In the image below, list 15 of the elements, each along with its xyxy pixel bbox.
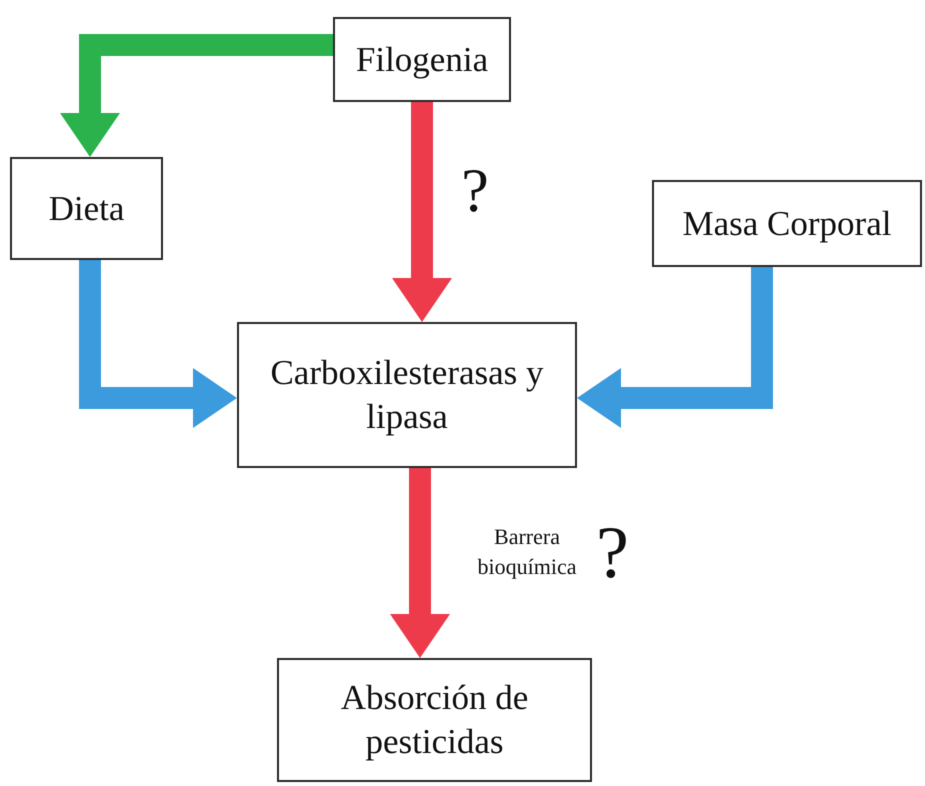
- arrow: [392, 102, 452, 322]
- arrow: [577, 267, 773, 428]
- arrow: [60, 34, 333, 157]
- process-box: [10, 157, 163, 260]
- process-box: [652, 180, 922, 267]
- box-text: Dieta: [48, 188, 124, 230]
- arrow: [79, 260, 237, 428]
- box-text: Masa Corporal: [682, 202, 892, 245]
- box-text: Filogenia: [356, 38, 488, 81]
- process-box: [237, 322, 577, 468]
- process-box: [277, 658, 592, 782]
- arrow: [390, 468, 450, 658]
- box-text: Absorción de pesticidas: [340, 677, 530, 763]
- box-text: Carboxilesterasas y lipasa: [269, 352, 545, 438]
- process-box: [333, 17, 511, 102]
